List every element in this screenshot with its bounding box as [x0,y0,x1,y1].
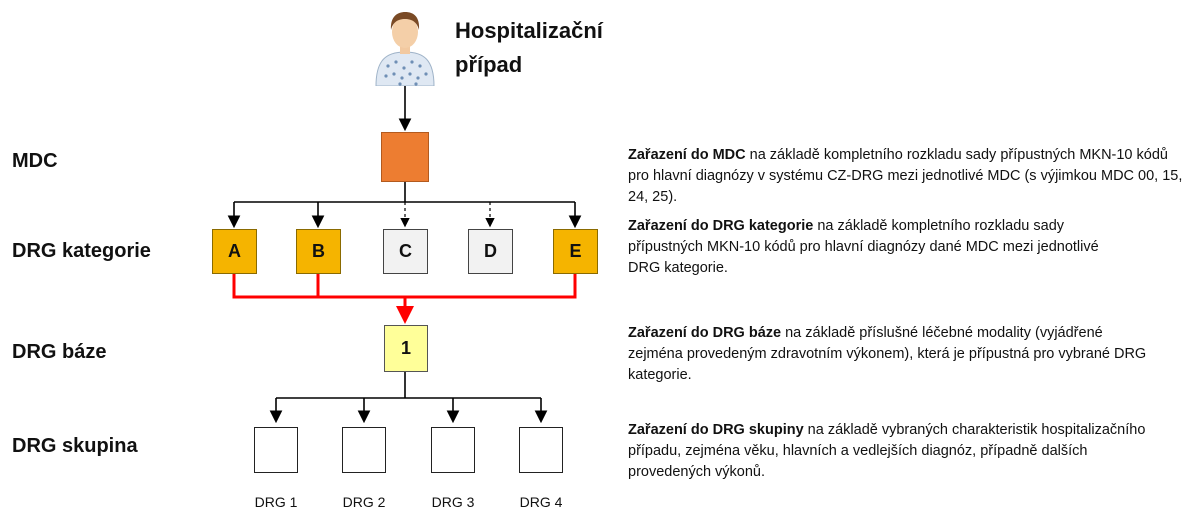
drg-group-box-4 [519,427,563,473]
drg-group-label-4: DRG 4 [519,494,563,510]
level-label-group: DRG skupina [12,435,138,457]
drg-group-box-2 [342,427,386,473]
description-group-text: na základě vybraných charakteristik hosp… [628,422,1146,480]
description-category-bold: Zařazení do DRG kategorie [628,218,814,234]
category-box-b: B [296,229,341,274]
description-group: Zařazení do DRG skupiny na základě vybra… [628,420,1148,483]
drg-group-label-2: DRG 2 [342,494,386,510]
category-box-a: A [212,229,257,274]
description-mdc-bold: Zařazení do MDC [628,147,746,163]
description-mdc-text: na základě kompletního rozkladu sady pří… [628,147,1183,205]
drg-group-box-3 [431,427,475,473]
level-label-base: DRG báze [12,341,107,363]
category-box-e: E [553,229,598,274]
patient-icon [375,12,435,86]
description-base: Zařazení do DRG báze na základě příslušn… [628,323,1158,386]
level-label-category: DRG kategorie [12,240,151,262]
red-path-categories-to-base [232,274,577,299]
drg-group-label-3: DRG 3 [431,494,475,510]
level-label-mdc: MDC [12,150,58,172]
page-title: Hospitalizační případ [455,18,603,77]
drg-group-label-1: DRG 1 [254,494,298,510]
description-base-text: na základě příslušné léčebné modality (v… [628,325,1147,383]
drg-group-box-1 [254,427,298,473]
drg-base-box: 1 [384,325,428,372]
description-category-text: na základě kompletního rozkladu sady pří… [628,218,1099,276]
mdc-box [381,132,429,182]
category-box-d: D [468,229,513,274]
description-base-bold: Zařazení do DRG báze [628,325,782,341]
description-group-bold: Zařazení do DRG skupiny [628,422,804,438]
description-category: Zařazení do DRG kategorie na základě kom… [628,216,1108,279]
description-mdc: Zařazení do MDC na základě kompletního r… [628,145,1183,208]
category-box-c: C [383,229,428,274]
